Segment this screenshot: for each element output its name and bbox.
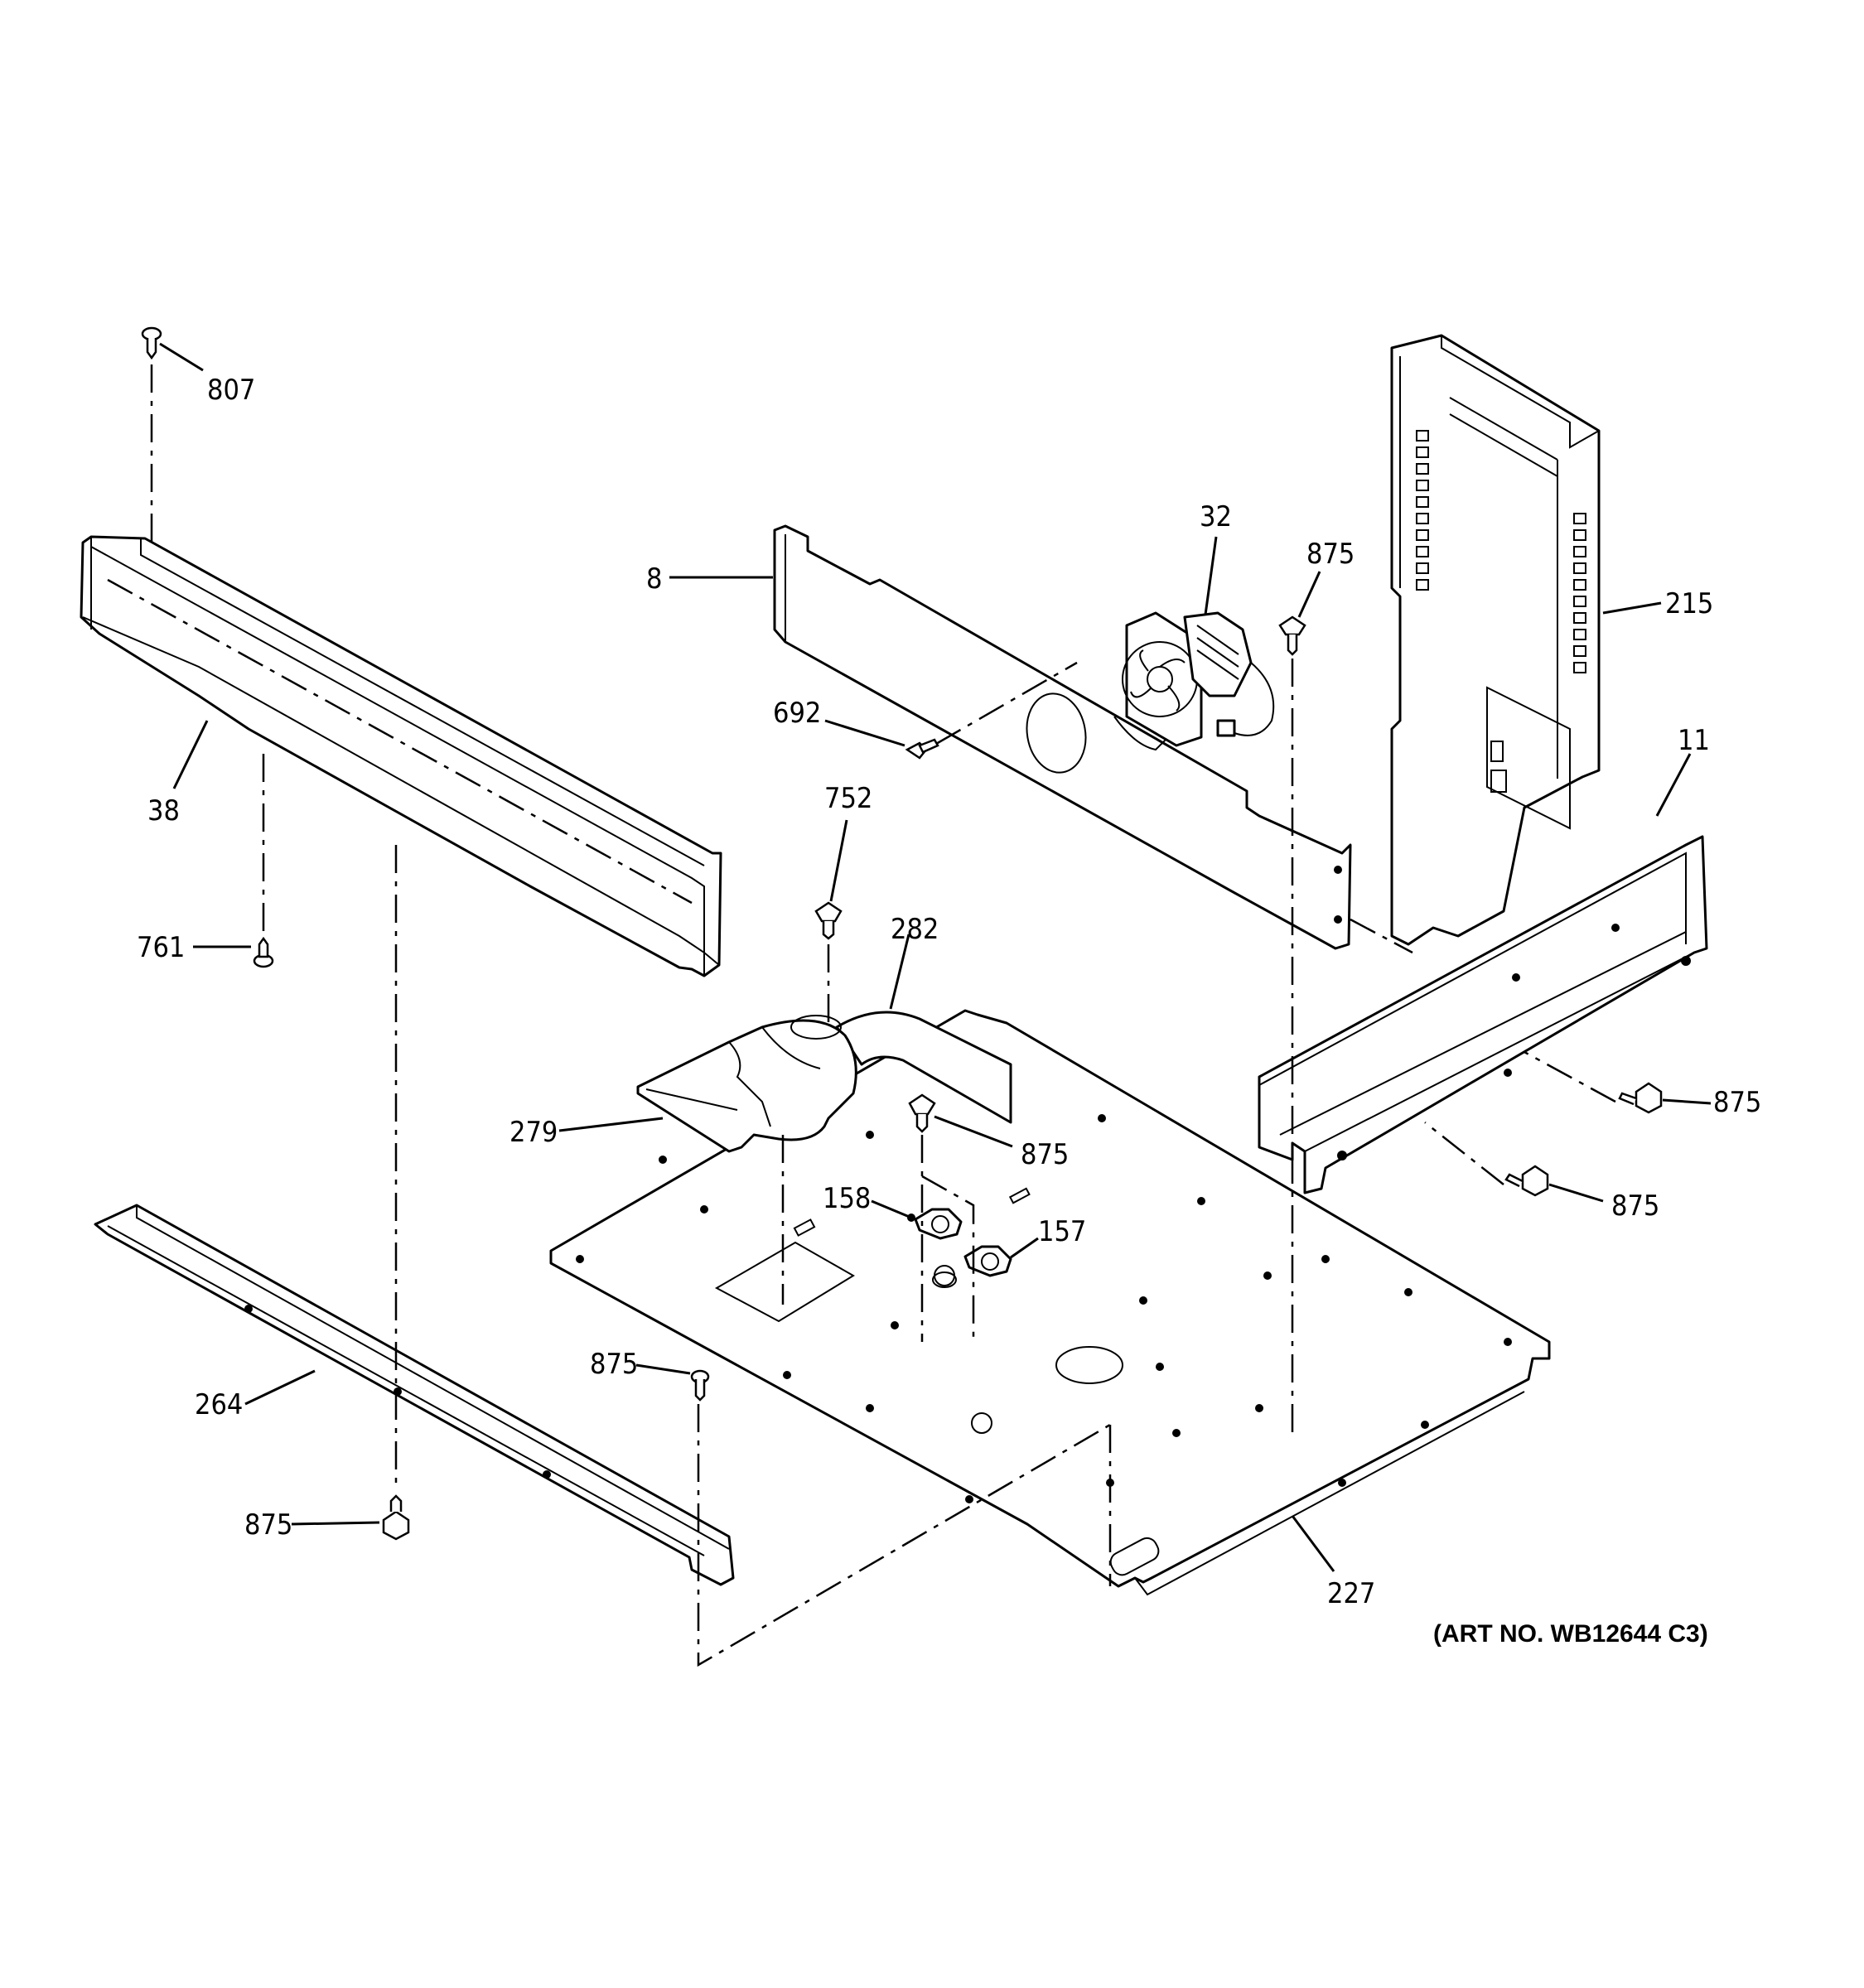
callout-875-right2: 875 <box>1611 1189 1659 1223</box>
callout-752: 752 <box>824 782 872 815</box>
part-264-bottom-rail <box>94 1204 735 1586</box>
callout-875-mid: 875 <box>1021 1138 1069 1171</box>
callout-158: 158 <box>823 1182 871 1215</box>
screw-875-left <box>382 1494 410 1541</box>
art-number: (ART NO. WB12644 C3) <box>1433 1620 1708 1648</box>
callout-38: 38 <box>147 794 180 828</box>
screw-875-right2 <box>1504 1165 1549 1197</box>
part-158-thermostat <box>914 1208 963 1240</box>
callout-157: 157 <box>1038 1215 1086 1248</box>
callout-labels: 807 38 761 264 875 8 692 32 875 215 11 7… <box>137 374 1761 1610</box>
screw-875-top <box>1278 615 1306 656</box>
callout-875-bottom: 875 <box>590 1348 638 1381</box>
screw-875-bottom <box>690 1369 710 1402</box>
callout-264: 264 <box>195 1388 243 1421</box>
screw-875-mid <box>908 1093 936 1133</box>
callout-215: 215 <box>1665 587 1713 620</box>
part-38-trim-panel <box>80 535 722 977</box>
callout-875-right1: 875 <box>1713 1086 1761 1119</box>
leader-lines <box>159 342 1712 1572</box>
part-8-baffle <box>773 524 1352 950</box>
part-32-fan <box>1122 611 1275 747</box>
callout-875-left: 875 <box>244 1508 292 1542</box>
part-215-side-bracket <box>1390 334 1601 946</box>
callout-761: 761 <box>137 931 185 964</box>
callout-227: 227 <box>1327 1577 1375 1610</box>
part-282-duct <box>835 1011 1012 1124</box>
screw-752 <box>814 901 843 940</box>
screw-807 <box>141 326 162 360</box>
screw-761 <box>253 936 274 968</box>
screw-692 <box>905 738 939 760</box>
screw-875-right1 <box>1618 1082 1663 1114</box>
callout-279: 279 <box>509 1116 558 1149</box>
thermostat-hole <box>932 1271 957 1288</box>
part-279-nozzle <box>636 1015 857 1153</box>
vent-slots-right <box>1573 513 1586 673</box>
callout-11: 11 <box>1678 724 1710 757</box>
callout-282: 282 <box>891 913 939 946</box>
callout-8: 8 <box>646 562 662 596</box>
callout-32: 32 <box>1200 500 1232 533</box>
assembly-lines <box>150 364 1616 1667</box>
part-11-bracket <box>1258 835 1708 1194</box>
callout-875-top: 875 <box>1306 538 1355 571</box>
vent-slots-left <box>1416 430 1429 591</box>
callout-807: 807 <box>207 374 255 407</box>
callout-692: 692 <box>773 697 821 730</box>
